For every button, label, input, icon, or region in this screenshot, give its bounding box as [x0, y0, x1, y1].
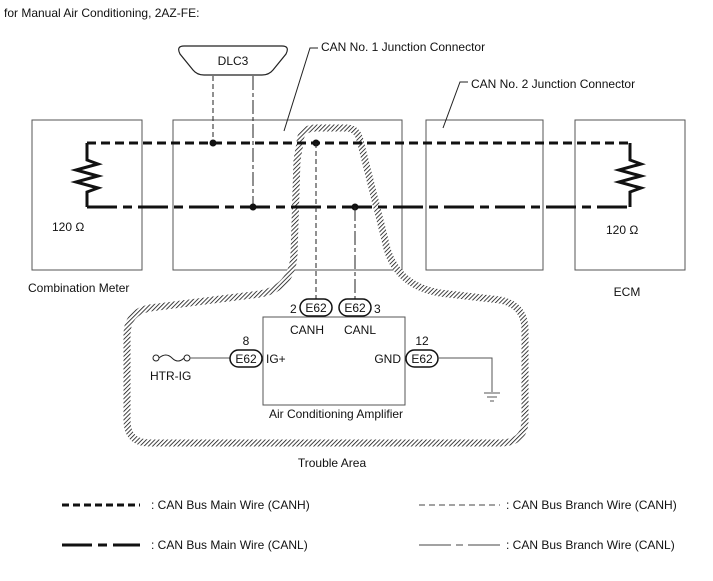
ig-signal: IG+	[266, 352, 286, 366]
dlc3-label: DLC3	[218, 54, 249, 68]
ground-icon	[484, 392, 500, 402]
ecm-resistor-label: 120 Ω	[606, 223, 638, 237]
junction2-label: CAN No. 2 Junction Connector	[471, 77, 635, 91]
fuse-terminal-right	[183, 354, 191, 362]
canh-pin: 2	[290, 302, 297, 316]
combination-meter-label: Combination Meter	[28, 281, 129, 295]
trouble-area-outline	[123, 124, 529, 447]
canl-connector	[338, 298, 372, 317]
gnd-signal: GND	[374, 352, 401, 366]
junction-dot-dlc3-canh	[209, 139, 217, 147]
canl-connector-id: E62	[344, 301, 366, 315]
canh-signal: CANH	[290, 323, 324, 337]
ecm-label: ECM	[614, 285, 641, 299]
canh-connector-id: E62	[305, 301, 327, 315]
junction1-leader	[283, 47, 318, 132]
fuse-terminal-left	[152, 354, 160, 362]
ig-connector	[229, 349, 263, 368]
gnd-wire	[438, 357, 493, 392]
legend-canl-branch: : CAN Bus Branch Wire (CANL)	[506, 538, 675, 552]
legend-canh-main: : CAN Bus Main Wire (CANH)	[151, 498, 310, 512]
legend-canl-main: : CAN Bus Main Wire (CANL)	[151, 538, 308, 552]
ig-connector-id: E62	[235, 352, 257, 366]
page-heading: for Manual Air Conditioning, 2AZ-FE:	[4, 6, 199, 20]
legend-canh-branch: : CAN Bus Branch Wire (CANH)	[506, 498, 677, 512]
canh-connector	[299, 298, 333, 317]
canl-signal: CANL	[344, 323, 376, 337]
junction2-leader	[442, 81, 468, 129]
meter-resistor-icon	[70, 143, 104, 207]
meter-resistor-label: 120 Ω	[52, 220, 84, 234]
fuse-label: HTR-IG	[150, 369, 191, 383]
junction-connector-2-box	[425, 119, 544, 271]
trouble-area-label: Trouble Area	[298, 456, 367, 470]
amplifier-box	[262, 316, 406, 406]
dlc3-connector	[178, 45, 288, 76]
combination-meter-box	[31, 119, 143, 271]
ecm-resistor-icon	[613, 143, 647, 207]
ecm-box	[574, 119, 686, 271]
canl-pin: 3	[374, 302, 381, 316]
amplifier-label: Air Conditioning Amplifier	[269, 407, 403, 421]
gnd-pin: 12	[415, 334, 429, 348]
junction1-label: CAN No. 1 Junction Connector	[321, 40, 485, 54]
ig-pin: 8	[243, 334, 250, 348]
junction-dot-dlc3-canl	[249, 203, 257, 211]
fuse-icon	[158, 354, 185, 362]
gnd-connector-id: E62	[411, 352, 433, 366]
